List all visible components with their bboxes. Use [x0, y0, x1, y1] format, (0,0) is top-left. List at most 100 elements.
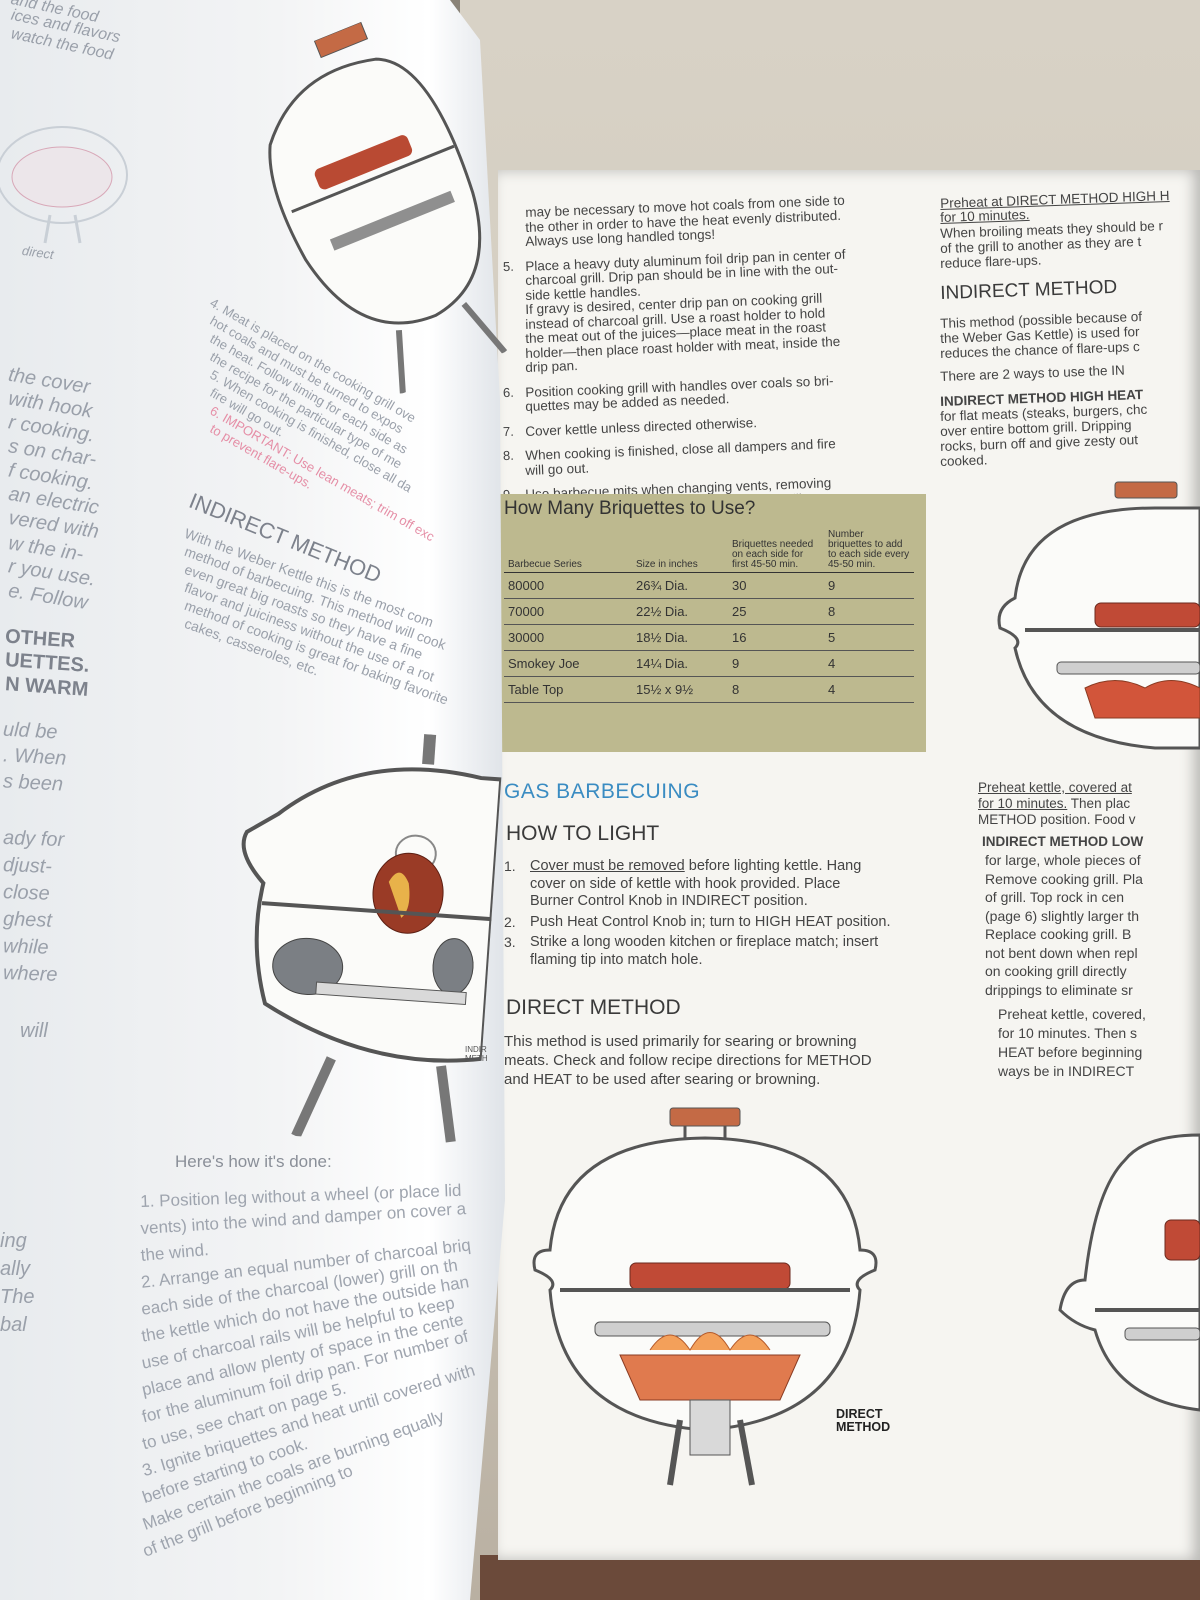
step-number: 6. [502, 384, 515, 400]
step-text-line: Burner Control Knob in INDIRECT position… [530, 893, 808, 909]
margin-text-line: . When [2, 744, 67, 770]
step-text-line: Cover must be removed before lighting ke… [530, 858, 861, 874]
table-cell: 25 [728, 598, 824, 625]
body-text-line: HEAT before beginning [998, 1044, 1143, 1060]
how-to-light-heading: HOW TO LIGHT [506, 822, 660, 845]
direct-method-label-line: DIRECT [836, 1407, 883, 1421]
step-text: before lighting kettle. Hang [684, 858, 862, 874]
step-text-line: Push Heat Control Knob in; turn to HIGH … [530, 914, 891, 930]
table-cell: 14¼ Dia. [632, 650, 728, 677]
margin-text-line: ing [0, 1230, 27, 1252]
table-cell: 30 [728, 572, 824, 599]
body-text: Then plac [1067, 796, 1131, 811]
table-cell: 4 [824, 650, 914, 677]
body-text-line: meats. Check and follow recipe direction… [504, 1052, 872, 1069]
table-cell: 8 [824, 598, 914, 625]
indirect-method-kettle-illustration [997, 481, 1200, 750]
underlined-text: Cover must be removed [530, 858, 685, 874]
body-text-line: on cooking grill directly [985, 963, 1127, 979]
body-text-line: not bent down when repl [985, 944, 1138, 961]
table-cell: 15½ x 9½ [632, 676, 728, 703]
table-cell: 8 [728, 676, 824, 703]
margin-text-line: djust- [2, 854, 53, 878]
body-text-line: Preheat kettle, covered at [978, 780, 1200, 796]
table-cell: 80000 [504, 572, 632, 599]
table-header-row: Barbecue Series Size in inches Briquette… [504, 528, 914, 573]
table-cell: 18½ Dia. [632, 624, 728, 651]
step-number: 8. [502, 447, 515, 464]
indirect-small-label-line: METH [465, 1054, 488, 1063]
book-cover-edge [480, 1555, 1200, 1600]
table-header-cell: Barbecue Series [504, 528, 632, 573]
table-cell: 5 [824, 624, 914, 651]
margin-text-line: uld be [2, 718, 59, 744]
table-cell: 9 [824, 572, 914, 599]
direct-method-label-line: METHOD [836, 1420, 891, 1434]
indirect-method-kettle-illustration-2 [1058, 1133, 1200, 1412]
body-text-line: This method is used primarily for searin… [504, 1033, 857, 1050]
howto-heading: Here's how it's done: [175, 1152, 332, 1171]
table-cell: 70000 [504, 598, 632, 625]
indirect-small-label-line: INDIR [465, 1045, 487, 1054]
margin-text-line: where [2, 962, 58, 986]
gas-barbecuing-heading: GAS BARBECUING [504, 780, 701, 803]
body-text-line: ways be in INDIRECT [998, 1063, 1135, 1079]
step-number: 1. [504, 858, 516, 874]
margin-text-line: ady for [2, 826, 65, 852]
table-header-cell: Size in inches [632, 528, 728, 573]
margin-text-line: ghest [2, 908, 53, 932]
step-text-line: cover on side of kettle with hook provid… [530, 875, 841, 892]
table-cell: 30000 [504, 624, 632, 651]
direct-method-label: DIRECT METHOD [836, 1408, 890, 1434]
body-text-line: of grill. Top rock in cen [985, 889, 1125, 905]
margin-text-line: ally [0, 1258, 31, 1280]
body-text-line: Remove cooking grill. Pla [985, 870, 1143, 887]
underlined-text: for 10 minutes. [978, 796, 1068, 811]
margin-text-line: s been [2, 770, 64, 796]
margin-text-line: while [2, 935, 49, 959]
table-cell: Smokey Joe [504, 650, 632, 677]
body-text-line: (page 6) slightly larger th [985, 907, 1140, 924]
body-text-line: drippings to eliminate sr [985, 981, 1133, 998]
body-text-line: for 10 minutes. Then plac [978, 796, 1130, 812]
direct-method-kettle-illustration [532, 1107, 878, 1486]
step-text: Push Heat Control Knob in; turn to HIGH … [530, 913, 891, 930]
margin-text-line: The [0, 1286, 35, 1308]
margin-text-line: will [20, 1020, 48, 1042]
table-cell: 22½ Dia. [632, 598, 728, 625]
table-cell: 4 [824, 676, 914, 703]
briquettes-table: Barbecue Series Size in inches Briquette… [504, 528, 914, 703]
indirect-low-heading: INDIRECT METHOD LOW [982, 834, 1144, 849]
margin-text-line: close [2, 881, 51, 905]
margin-text-line: bal [0, 1314, 27, 1336]
body-text-line: METHOD position. Food v [978, 812, 1136, 827]
indirect-small-label: INDIR METH [465, 1045, 488, 1063]
step-text-line: Strike a long wooden kitchen or fireplac… [530, 934, 878, 950]
table-cell: 16 [728, 624, 824, 651]
body-text-line: and HEAT to be used after searing or bro… [504, 1071, 821, 1088]
table-cell: 26¾ Dia. [632, 572, 728, 599]
step-number: 3. [504, 934, 516, 950]
table-cell: Table Top [504, 676, 632, 703]
step-text: Strike a long wooden kitchen or fireplac… [530, 934, 879, 950]
body-text-line: for large, whole pieces of [985, 852, 1141, 868]
body-text-line: Replace cooking grill. B [985, 926, 1132, 942]
step-text-line: flaming tip into match hole. [530, 951, 703, 968]
table-header-cell: Number briquettes to add to each side ev… [824, 528, 914, 573]
table-cell: 9 [728, 650, 824, 677]
step-number: 7. [502, 423, 515, 439]
indirect-roast-kettle-illustration [241, 733, 504, 1143]
briquettes-table-title: How Many Briquettes to Use? [504, 498, 756, 519]
small-kettle-sketch [0, 126, 128, 244]
body-text-line: Preheat kettle, covered, [998, 1006, 1146, 1022]
table-header-cell: Briquettes needed on each side for first… [728, 528, 824, 573]
cooking-grill-kettle-illustration [268, 21, 508, 394]
body-text-line: for 10 minutes. Then s [998, 1025, 1138, 1041]
underlined-text: Preheat kettle, covered at [978, 780, 1132, 795]
